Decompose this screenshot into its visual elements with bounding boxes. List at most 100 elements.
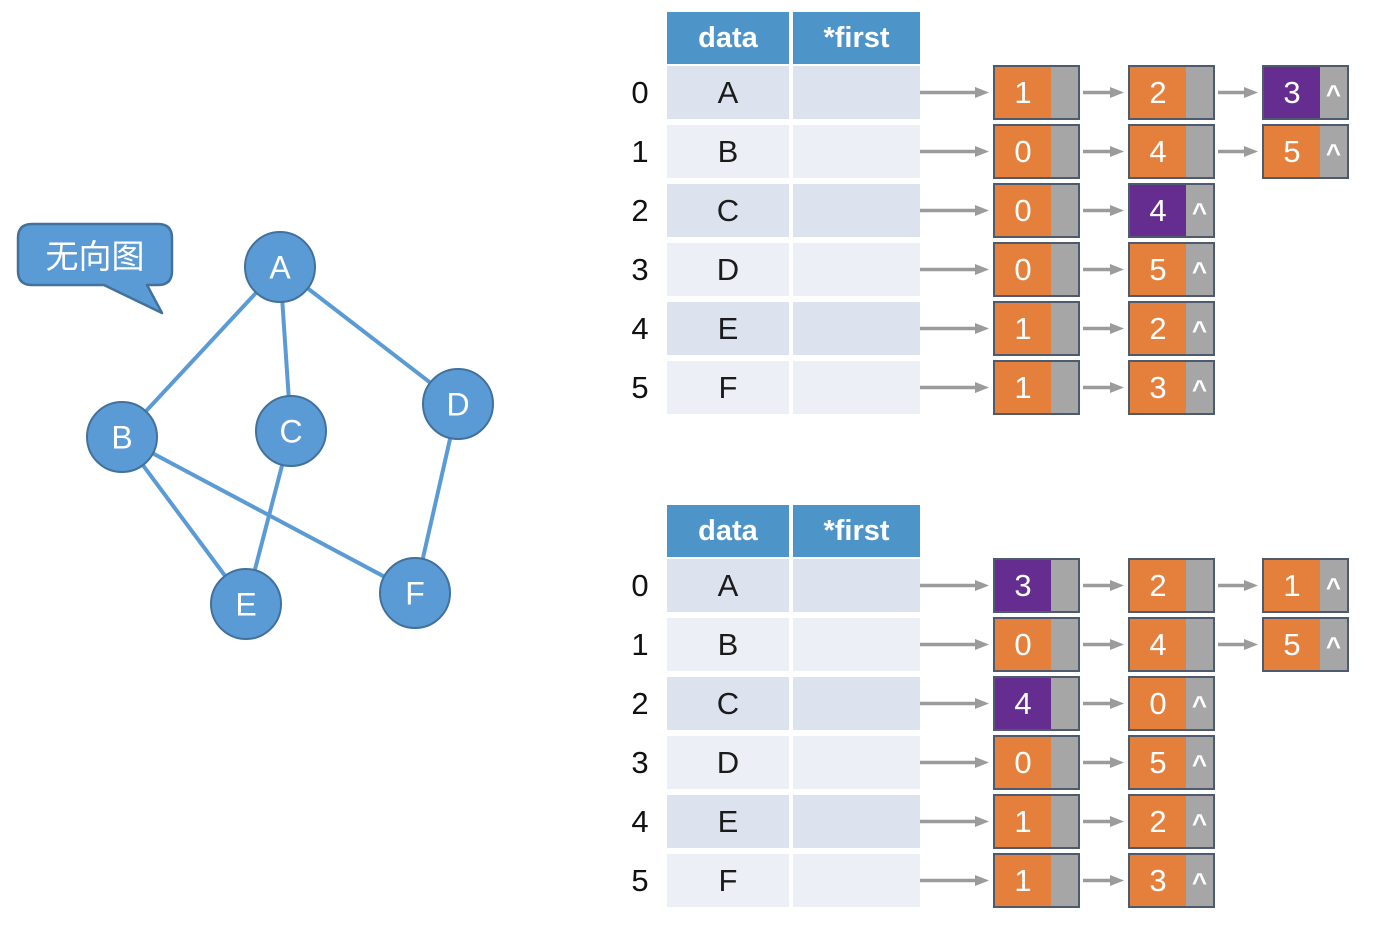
list-node: 5^ [1262, 617, 1349, 672]
list-node-value: 2 [1130, 67, 1186, 118]
callout-label: 无向图 [46, 238, 145, 275]
list-node-value: 0 [995, 185, 1051, 236]
cell-first-pointer [793, 736, 920, 789]
null-caret-icon: ^ [1191, 256, 1208, 286]
list-node-value: 0 [995, 737, 1051, 788]
pointer-arrow-head [975, 382, 989, 393]
graph-node-A [244, 231, 316, 303]
graph-node-C [255, 395, 327, 467]
pointer-arrow-head [1110, 87, 1124, 98]
null-caret-icon: ^ [1191, 315, 1208, 345]
list-node-value: 3 [995, 560, 1051, 611]
graph-node-label-A: A [269, 250, 291, 286]
callout-bubble [16, 222, 174, 315]
list-node-value: 2 [1130, 303, 1186, 354]
pointer-arrow-head [1110, 639, 1124, 650]
cell-first-pointer [793, 854, 920, 907]
next-pointer-cell [1186, 69, 1213, 120]
list-node-value: 5 [1264, 126, 1320, 177]
null-caret-icon: ^ [1191, 374, 1208, 404]
graph-node-label-E: E [235, 587, 256, 623]
list-node: 1 [993, 360, 1080, 415]
null-caret-icon: ^ [1325, 79, 1342, 109]
next-pointer-cell [1051, 69, 1078, 120]
list-node: 0 [993, 617, 1080, 672]
list-node: 4^ [1128, 183, 1215, 238]
list-node-value: 5 [1130, 244, 1186, 295]
list-node: 4 [1128, 617, 1215, 672]
list-node-value: 3 [1264, 67, 1320, 118]
list-node: 2 [1128, 558, 1215, 613]
list-node-value: 5 [1264, 619, 1320, 670]
graph-edge-AD [278, 265, 460, 406]
pointer-arrow-head [975, 875, 989, 886]
list-node-value: 5 [1130, 737, 1186, 788]
graph-node-label-D: D [446, 387, 469, 423]
list-node-value: 3 [1130, 362, 1186, 413]
list-node: 4 [1128, 124, 1215, 179]
row-index: 2 [631, 192, 649, 228]
row-index: 3 [631, 251, 649, 287]
row-index: 0 [631, 74, 649, 110]
pointer-arrow-head [975, 264, 989, 275]
table-header-data: data [667, 12, 789, 64]
graph-node-label-F: F [405, 576, 425, 612]
next-pointer-cell [1051, 246, 1078, 297]
null-caret-icon: ^ [1325, 138, 1342, 168]
row-index: 3 [631, 744, 649, 780]
pointer-arrow-head [1110, 146, 1124, 157]
graph-node-E [210, 568, 282, 640]
next-pointer-cell [1051, 680, 1078, 731]
cell-first-pointer [793, 559, 920, 612]
list-node: 2^ [1128, 794, 1215, 849]
cell-first-pointer [793, 125, 920, 178]
graph-node-F [379, 557, 451, 629]
pointer-arrow-head [975, 757, 989, 768]
cell-data-letter: E [667, 795, 789, 848]
next-pointer-cell [1051, 187, 1078, 238]
row-index: 5 [631, 862, 649, 898]
list-node: 0 [993, 124, 1080, 179]
cell-data-letter: B [667, 618, 789, 671]
pointer-arrow-head [1110, 875, 1124, 886]
pointer-arrow-head [975, 87, 989, 98]
next-pointer-cell [1051, 739, 1078, 790]
cell-data-letter: C [667, 184, 789, 237]
next-pointer-cell [1051, 364, 1078, 415]
list-node: 1^ [1262, 558, 1349, 613]
next-pointer-cell [1051, 798, 1078, 849]
list-node: 5^ [1262, 124, 1349, 179]
list-node: 0 [993, 183, 1080, 238]
list-node-value: 1 [995, 796, 1051, 847]
graph-node-B [86, 401, 158, 473]
cell-data-letter: C [667, 677, 789, 730]
next-pointer-cell [1051, 857, 1078, 908]
row-index: 5 [631, 369, 649, 405]
list-node-value: 0 [995, 619, 1051, 670]
next-pointer-cell [1186, 621, 1213, 672]
pointer-arrow-head [1110, 698, 1124, 709]
pointer-arrow-head [1244, 87, 1258, 98]
pointer-arrow-head [975, 580, 989, 591]
list-node-value: 4 [1130, 185, 1186, 236]
list-node: 5^ [1128, 735, 1215, 790]
list-node: 3^ [1128, 853, 1215, 908]
cell-first-pointer [793, 795, 920, 848]
cell-first-pointer [793, 243, 920, 296]
pointer-arrow-head [975, 205, 989, 216]
list-node: 1 [993, 853, 1080, 908]
list-node: 3^ [1262, 65, 1349, 120]
cell-data-letter: F [667, 361, 789, 414]
pointer-arrow-head [975, 639, 989, 650]
pointer-arrow-head [975, 146, 989, 157]
cell-first-pointer [793, 361, 920, 414]
cell-first-pointer [793, 677, 920, 730]
cell-first-pointer [793, 302, 920, 355]
cell-first-pointer [793, 184, 920, 237]
next-pointer-cell [1186, 562, 1213, 613]
next-pointer-cell [1051, 621, 1078, 672]
list-node-value: 3 [1130, 855, 1186, 906]
pointer-arrow-head [1244, 639, 1258, 650]
list-node-value: 0 [995, 126, 1051, 177]
